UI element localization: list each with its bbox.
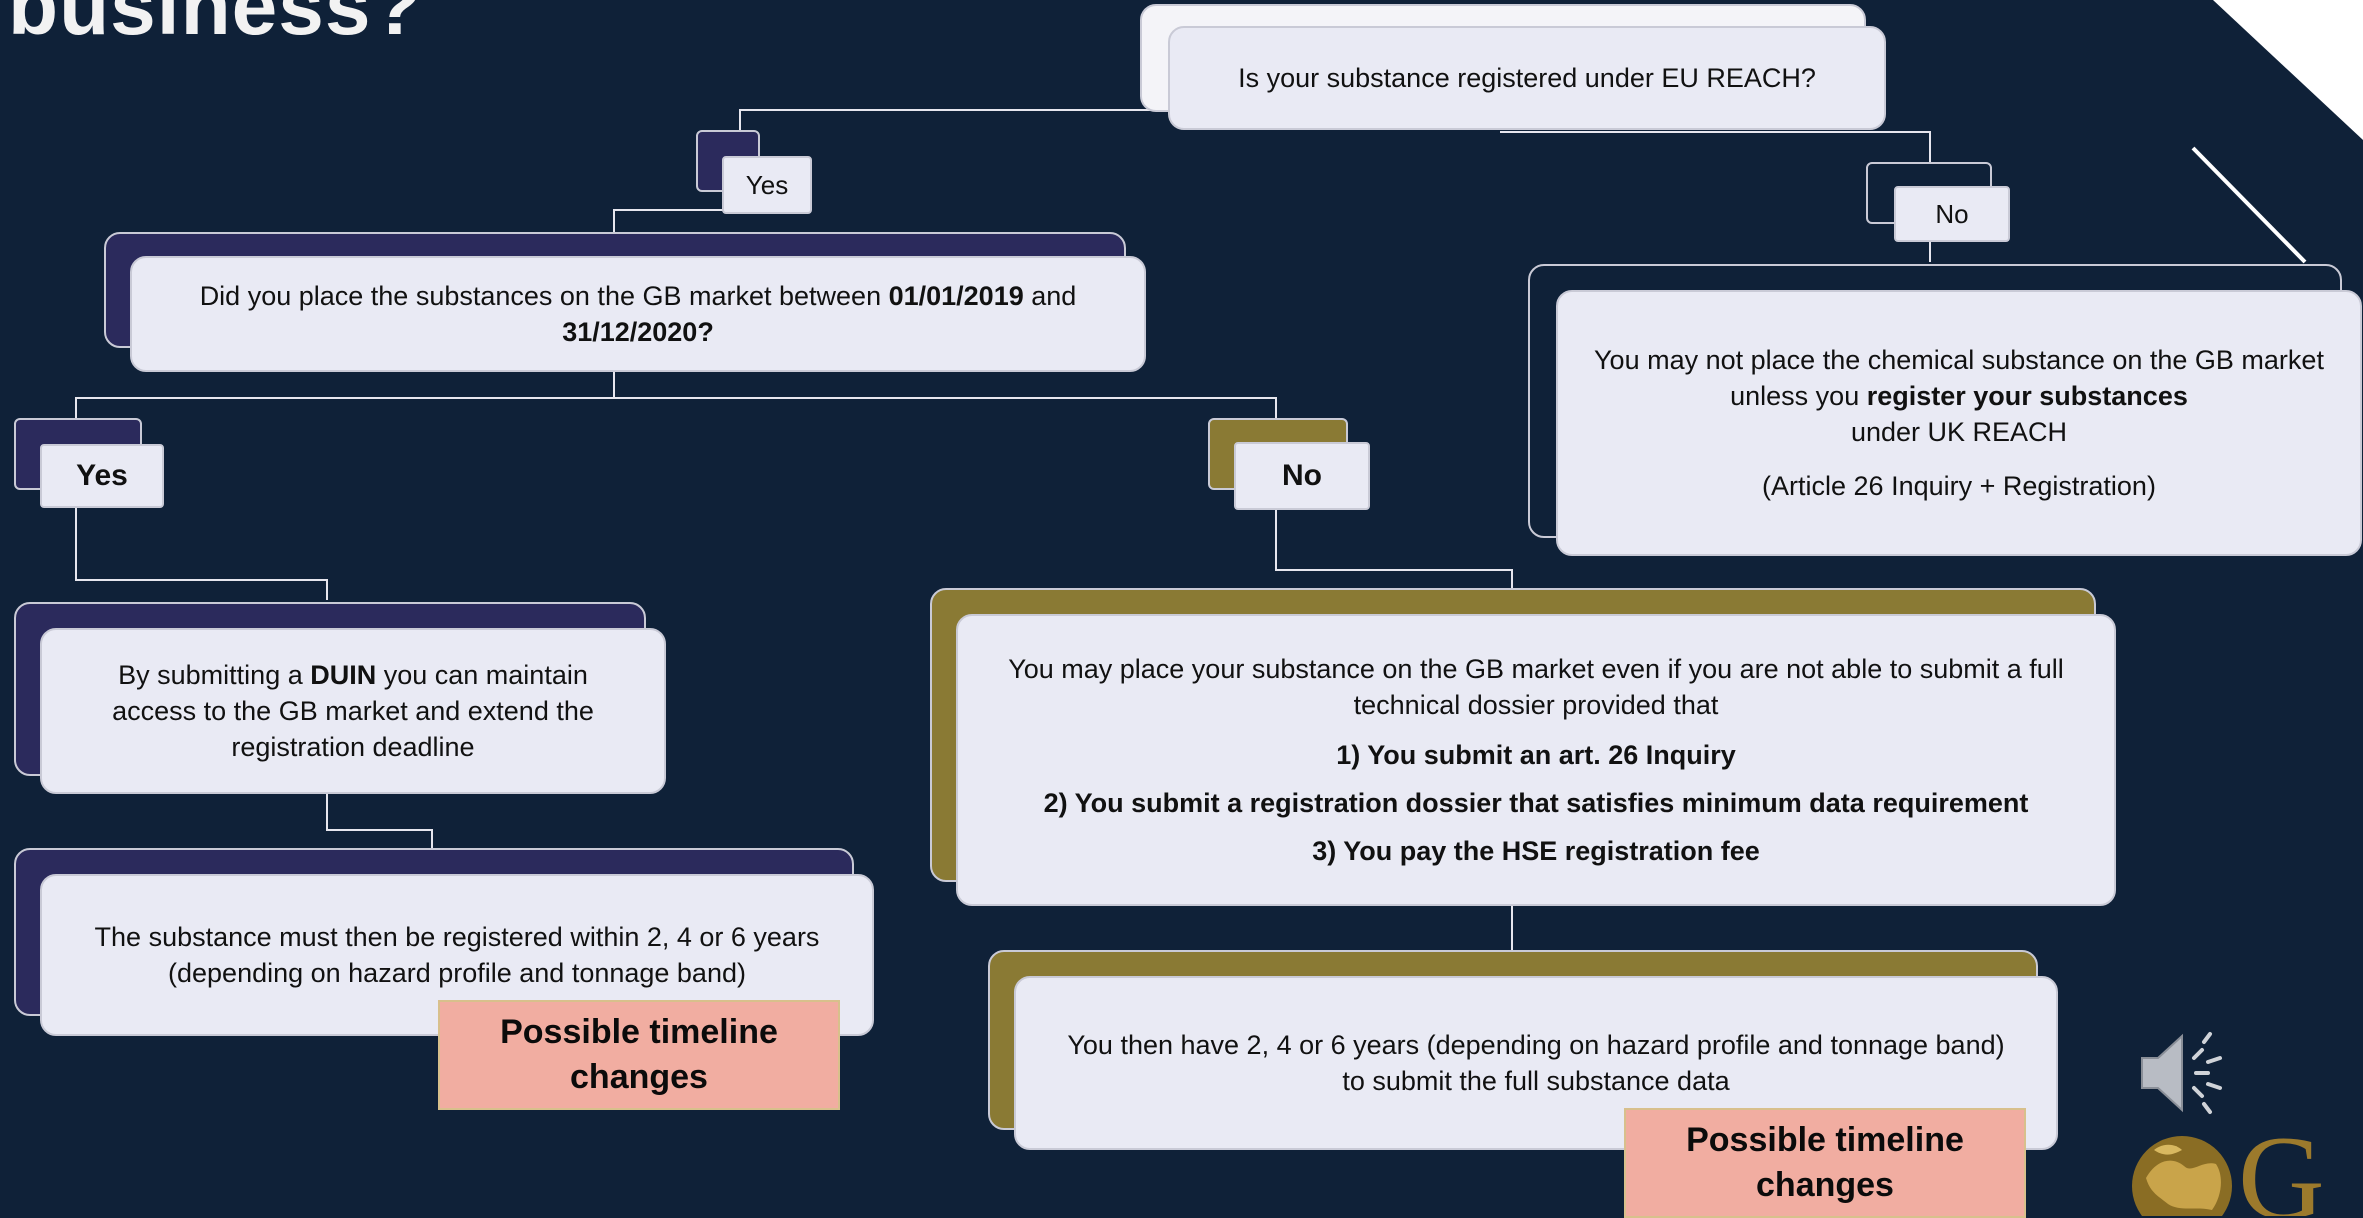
speaker-icon[interactable] [2138,1028,2228,1118]
timeline-changes-note-right: Possible timeline changes [1624,1108,2026,1218]
must-register-text: You may not place the chemical substance… [1594,345,2324,411]
under-uk-reach-text: under UK REACH [1850,417,2068,447]
gb-market-question-text: Did you place the substances on the GB m… [199,281,889,311]
register-substances-emphasis: register your substances [1866,381,2188,411]
eu-reach-question-text: Is your substance registered under EU RE… [1238,63,1816,93]
gb-market-question-box: Did you place the substances on the GB m… [130,256,1146,372]
gb-market-no-label: No [1234,442,1370,510]
gb-market-start-date: 01/01/2019 [888,281,1024,311]
slide-title: business? [8,0,423,52]
article-26-note: (Article 26 Inquiry + Registration) [1762,471,2156,501]
registration-deadline-subtext: (depending on hazard profile and tonnage… [168,958,746,988]
condition-1: 1) You submit an art. 26 Inquiry [1336,740,1736,770]
registration-deadline-text: The substance must then be registered wi… [94,922,820,952]
timeline-changes-note-left: Possible timeline changes [438,1000,840,1110]
logo-letter: G [2238,1120,2325,1216]
company-logo: G [2132,1120,2363,1216]
eu-reach-question-box: Is your substance registered under EU RE… [1168,26,1886,130]
gb-market-question-and: and [1023,281,1077,311]
corner-decoration [2191,0,2363,264]
conditions-box: You may place your substance on the GB m… [956,614,2116,906]
must-register-box: You may not place the chemical substance… [1556,290,2362,556]
eu-reach-no-label: No [1894,186,2010,242]
gb-market-yes-label: Yes [40,444,164,508]
duin-text-pre: By submitting a [118,660,311,690]
duin-text-post: you can maintain access to the GB market… [112,660,594,762]
duin-emphasis: DUIN [310,660,377,690]
conditions-intro: You may place your substance on the GB m… [1008,654,2064,720]
eu-reach-yes-label: Yes [722,156,812,214]
gb-market-end-date: 31/12/2020? [562,317,714,347]
condition-2: 2) You submit a registration dossier tha… [1043,788,2029,818]
condition-3: 3) You pay the HSE registration fee [1312,836,1760,866]
full-data-deadline-text: You then have 2, 4 or 6 years (depending… [1067,1030,2005,1096]
duin-box: By submitting a DUIN you can maintain ac… [40,628,666,794]
